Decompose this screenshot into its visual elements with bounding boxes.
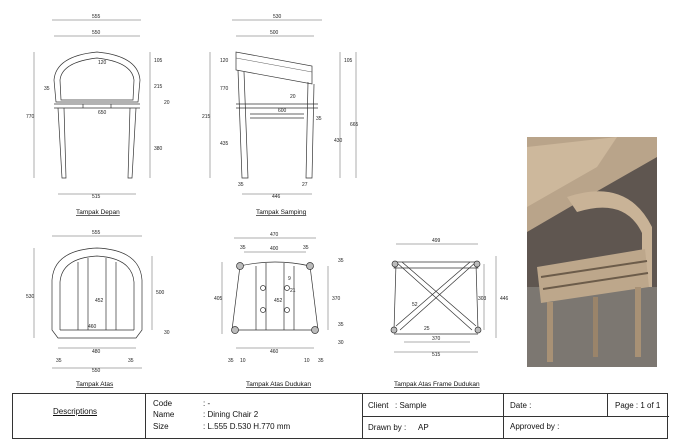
side-view: 530 500 215 120 770 435 20 600 35 105 43… [202,14,359,216]
seat-dim-10b: 10 [304,358,310,364]
frame-dim-499: 499 [432,238,441,244]
seat-dim-370: 370 [332,296,341,302]
frame-dim-303: 303 [478,296,487,302]
seat-dim-35f: 35 [318,358,324,364]
seat-dim-30: 30 [338,340,344,346]
page-label: Page : 1 of 1 [615,401,661,410]
approved-by-label: Approved by : [510,422,560,431]
side-view-caption: Tampak Samping [256,209,307,216]
frame-top-view: 499 446 52 303 25 370 515 Tampak Atas Fr… [390,238,509,388]
seat-dim-9: 9 [288,276,291,282]
side-dim-35b: 35 [238,182,244,188]
front-dim-215: 215 [154,84,163,90]
front-dim-650: 650 [98,110,107,116]
frame-dim-52: 52 [412,302,418,308]
side-dim-665: 665 [350,122,359,128]
drawn-by-label: Drawn by : [368,423,407,432]
seat-dim-470: 470 [270,232,279,238]
seat-dim-35c: 35 [338,258,344,264]
technical-drawings: 555 550 770 35 105 215 20 380 120 650 51… [26,14,509,388]
seat-dim-35a: 35 [240,245,246,251]
seat-top-view: 470 35 400 35 35 405 9 21 452 370 35 30 … [214,232,344,388]
front-view-caption: Tampak Depan [76,209,120,216]
side-dim-600: 600 [278,108,287,114]
top-dim-35a: 35 [56,358,62,364]
side-dim-500: 500 [270,30,279,36]
name-value: : Dining Chair 2 [203,410,259,419]
code-value: : - [203,399,211,408]
seat-dim-452: 452 [274,298,283,304]
seat-dim-21: 21 [290,288,296,294]
top-dim-555: 555 [92,230,101,236]
side-dim-430: 430 [334,138,343,144]
front-dim-width-back: 550 [92,30,101,36]
front-dim-width-top: 555 [92,14,101,20]
top-view: 555 530 500 30 452 460 480 35 35 550 Tam… [26,230,170,388]
side-dim-20: 20 [290,94,296,100]
frame-dim-446: 446 [500,296,509,302]
descriptions-label: Descriptions [53,407,98,416]
top-dim-452: 452 [95,298,104,304]
top-dim-35b: 35 [128,358,134,364]
seat-dim-35d: 35 [338,322,344,328]
top-dim-500: 500 [156,290,165,296]
front-dim-380: 380 [154,146,163,152]
front-dim-105: 105 [154,58,163,64]
side-dim-530: 530 [273,14,282,20]
date-label: Date : [510,401,532,410]
side-dim-215: 770 [220,86,229,92]
seat-dim-35b: 35 [303,245,309,251]
name-label: Name [153,410,175,419]
drawn-by-value: AP [418,423,429,432]
side-dim-446: 446 [272,194,281,200]
top-dim-550: 550 [92,368,101,374]
front-view: 555 550 770 35 105 215 20 380 120 650 51… [26,14,170,216]
side-dim-770: 215 [202,114,211,120]
side-dim-27: 27 [302,182,308,188]
client-value: : Sample [395,401,427,410]
side-dim-105: 105 [344,58,353,64]
size-value: : L.555 D.530 H.770 mm [203,422,291,431]
top-dim-30: 30 [164,330,170,336]
size-label: Size [153,422,169,431]
frame-top-caption: Tampak Atas Frame Dudukan [394,381,480,388]
front-dim-arm: 35 [44,86,50,92]
front-dim-bottom: 515 [92,194,101,200]
seat-dim-460: 460 [270,349,279,355]
frame-dim-370: 370 [432,336,441,342]
side-dim-435: 435 [220,141,229,147]
top-dim-480: 480 [92,349,101,355]
top-dim-530: 530 [26,294,35,300]
seat-top-caption: Tampak Atas Dudukan [246,381,311,388]
seat-dim-405: 405 [214,296,223,302]
code-label: Code [153,399,173,408]
front-dim-120: 120 [98,60,107,66]
chair-photo [527,137,657,367]
seat-dim-400: 400 [270,246,279,252]
frame-dim-25: 25 [424,326,430,332]
front-dim-height: 770 [26,114,35,120]
client-label: Client [368,401,389,410]
title-block: Descriptions Code : - Name : Dining Chai… [12,393,669,439]
seat-dim-10a: 10 [240,358,246,364]
side-dim-120: 120 [220,58,229,64]
seat-dim-35e: 35 [228,358,234,364]
front-dim-20: 20 [164,100,170,106]
top-dim-460: 460 [88,324,97,330]
side-dim-35: 35 [316,116,322,122]
frame-dim-515: 515 [432,352,441,358]
top-view-caption: Tampak Atas [76,381,114,388]
